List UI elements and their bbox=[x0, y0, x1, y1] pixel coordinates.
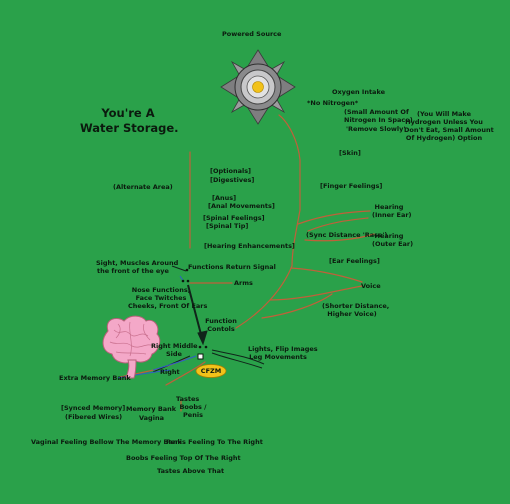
finger-feelings-label: [Finger Feelings] bbox=[320, 182, 383, 190]
tastes-above-label: Tastes Above That bbox=[157, 467, 225, 475]
hydrogen-line-2: Hydrogen Unless You bbox=[405, 118, 483, 126]
right-middle-line-2: Side bbox=[166, 350, 182, 358]
arms-label: Arms bbox=[234, 279, 253, 287]
shorter-distance-label: (Shorter Distance, Higher Voice) bbox=[322, 302, 390, 318]
small-amount-label: (Small Amount Of Nitrogen In Space) bbox=[344, 108, 413, 124]
hearing-inner-line-1: Hearing bbox=[374, 203, 404, 211]
junction-nodes bbox=[181, 268, 208, 349]
sight-line-2: the front of the eye bbox=[97, 267, 169, 275]
nose-line-1: Nose Functions, bbox=[131, 286, 191, 294]
nerve-wires bbox=[119, 114, 375, 412]
sight-label: Sight, Muscles Around the front of the e… bbox=[96, 259, 179, 275]
cfzm-label[interactable]: CFZM bbox=[200, 367, 222, 375]
no-nitrogen-label: *No Nitrogen* bbox=[307, 99, 359, 107]
junction-square bbox=[197, 353, 204, 360]
fibered-wires-label: (Fibered Wires) bbox=[65, 413, 123, 421]
digestives-label: [Digestives] bbox=[210, 176, 255, 184]
hearing-inner-line-2: (Inner Ear) bbox=[372, 211, 412, 219]
right-middle-side-label: Right Middle Side bbox=[151, 342, 198, 358]
sync-distance-label: (Sync Distance 'Race') bbox=[306, 231, 388, 239]
title-line-2: Water Storage. bbox=[80, 121, 179, 135]
title-line-1: You're A bbox=[101, 106, 155, 120]
right-label: Right bbox=[160, 368, 180, 376]
boobs-line-2: Penis bbox=[183, 411, 203, 419]
shorter-distance-line-1: (Shorter Distance, bbox=[322, 302, 390, 310]
boobs-line-1: Boobs / bbox=[179, 403, 207, 411]
nose-functions-label: Nose Functions, Face Twitches Cheeks, Fr… bbox=[128, 286, 208, 310]
extra-memory-bank-label: Extra Memory Bank bbox=[59, 374, 131, 382]
powered-source-device bbox=[220, 49, 296, 125]
voice-label: Voice bbox=[361, 282, 381, 290]
skin-label: [Skin] bbox=[339, 149, 361, 157]
hydrogen-line-3: Don't Eat, Small Amount bbox=[404, 126, 494, 134]
cfzm-badge[interactable] bbox=[195, 364, 227, 378]
memory-bank-label: Memory Bank bbox=[126, 405, 177, 413]
nose-line-3: Cheeks, Front Of Ears bbox=[128, 302, 208, 310]
spinal-tip-label: [Spinal Tip] bbox=[206, 222, 249, 230]
small-amount-line-2: Nitrogen In Space) bbox=[344, 116, 413, 124]
penis-feeling-label: Penis Feeling To The Right bbox=[166, 438, 263, 446]
vagina-label: Vagina bbox=[139, 414, 164, 422]
sight-line-1: Sight, Muscles Around bbox=[96, 259, 179, 267]
ear-feelings-label: [Ear Feelings] bbox=[329, 257, 380, 265]
hydrogen-line-1: (You Will Make bbox=[417, 110, 471, 118]
hearing-outer-line-2: (Outer Ear) bbox=[372, 240, 414, 248]
function-controls-label: Function Contols bbox=[204, 317, 238, 333]
tastes-label: Tastes bbox=[176, 395, 200, 403]
nose-line-2: Face Twitches bbox=[135, 294, 187, 302]
small-amount-line-1: (Small Amount Of bbox=[344, 108, 409, 116]
anus-label: [Anus] bbox=[212, 194, 237, 202]
alternate-area-label: (Alternate Area) bbox=[113, 183, 173, 191]
brain bbox=[102, 315, 161, 379]
hearing-outer-label: Hearing (Outer Ear) bbox=[372, 232, 414, 248]
boobs-penis-label: Boobs / Penis bbox=[177, 403, 209, 419]
remove-slowly-label: 'Remove Slowly' bbox=[346, 125, 406, 133]
synced-memory-label: [Synced Memory] bbox=[61, 404, 126, 412]
signal-paths bbox=[152, 265, 265, 373]
optionals-label: [Optionals] bbox=[210, 167, 252, 175]
page-title: You're A Water Storage. bbox=[80, 106, 179, 136]
vaginal-feeling-label: Vaginal Feeling Bellow The Memory Bank bbox=[31, 438, 182, 446]
hearing-enhancements-label: [Hearing Enhancements] bbox=[204, 242, 295, 250]
oxygen-intake-label: Oxygen Intake bbox=[332, 88, 386, 96]
lights-line-2: Leg Movements bbox=[249, 353, 307, 361]
hearing-outer-line-1: Hearing bbox=[374, 232, 404, 240]
function-controls-line-1: Function bbox=[205, 317, 237, 325]
hearing-inner-label: Hearing (Inner Ear) bbox=[372, 203, 412, 219]
function-controls-line-2: Contols bbox=[207, 325, 235, 333]
right-middle-line-1: Right Middle bbox=[151, 342, 198, 350]
functions-return-label: Functions Return Signal bbox=[188, 263, 276, 271]
hydrogen-option-label: (You Will Make Hydrogen Unless You Don't… bbox=[404, 110, 494, 142]
powered-source-label: Powered Source bbox=[222, 30, 282, 38]
spinal-feelings-label: [Spinal Feelings] bbox=[203, 214, 265, 222]
lights-label: Lights, Flip Images Leg Movements bbox=[248, 345, 318, 361]
boobs-feeling-label: Boobs Feeling Top Of The Right bbox=[126, 454, 241, 462]
hydrogen-line-4: Of Hydrogen) Option bbox=[405, 134, 483, 142]
anal-movements-label: [Anal Movements] bbox=[208, 202, 275, 210]
shorter-distance-line-2: Higher Voice) bbox=[327, 310, 377, 318]
lights-line-1: Lights, Flip Images bbox=[248, 345, 318, 353]
